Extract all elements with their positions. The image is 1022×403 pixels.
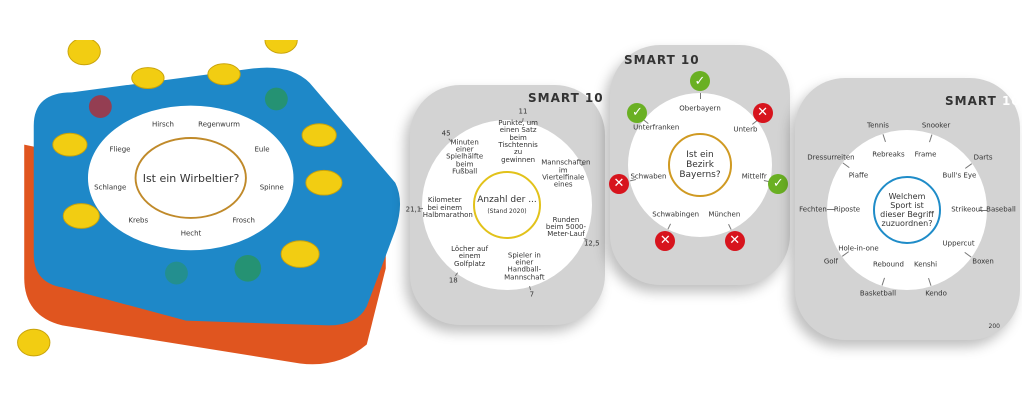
answer-label: Hecht — [180, 229, 202, 238]
answer-label: Riposte — [833, 205, 861, 214]
answer-value: 11 — [518, 107, 528, 116]
card-question-ring: Anzahl der ... (Stand 2020) — [473, 171, 541, 239]
answer-label: Uppercut — [942, 239, 975, 248]
logo-number: 10 — [1001, 94, 1021, 108]
answer-value: 7 — [529, 290, 535, 299]
cross-icon: ✕ — [608, 173, 629, 194]
card-logo: SMART 10 — [624, 53, 700, 67]
card-bavaria: SMART 10 Ist ein Bezirk Bayerns? Oberbay… — [608, 45, 790, 285]
answer-label: Runden beim 5000-Meter-Lauf — [545, 215, 587, 239]
card-page-number: 200 — [988, 323, 1000, 330]
check-icon: ✓ — [768, 173, 789, 194]
answer-label: Unterb — [733, 125, 758, 134]
divider-line — [979, 210, 987, 211]
answer-label: Unterfranken — [633, 123, 680, 132]
answer-label: Schwaben — [630, 172, 667, 181]
card-question: Welchem Sport ist dieser Begriff zuzuord… — [873, 176, 941, 244]
answer-label: Punkte, um einen Satz beim Tischtennis z… — [498, 118, 538, 164]
cross-icon: ✕ — [724, 230, 745, 251]
answer-label: Strikeout — [951, 205, 983, 214]
card-logo: SMART 10 — [528, 91, 604, 105]
card-logo: SMART 10 — [945, 94, 1021, 108]
answer-value: Baseball — [986, 205, 1016, 214]
answer-value: Dressurreiten — [807, 153, 855, 162]
answer-value: 45 — [441, 129, 451, 138]
cross-icon: ✕ — [655, 230, 676, 251]
answer-value: Snooker — [921, 121, 951, 130]
answer-value: Kendo — [925, 289, 947, 298]
answer-value: 21,1 — [405, 205, 422, 213]
answer-value: Fechten — [799, 205, 827, 214]
logo-word: SMART — [945, 94, 997, 108]
check-icon: ✓ — [690, 71, 710, 91]
answer-label: Minuten einer Spielhälfte beim Fußball — [446, 138, 484, 176]
answer-value: Darts — [973, 153, 993, 162]
answer-label: Hirsch — [151, 120, 174, 129]
answer-label: Spieler in einer Handball-Mannschaft — [504, 250, 545, 281]
answer-label: Oberbayern — [679, 104, 721, 113]
answer-label: Piaffe — [848, 171, 869, 180]
answer-label: Kenshi — [914, 260, 938, 269]
answer-label: Bull's Eye — [942, 171, 977, 180]
answer-label: Rebreaks — [872, 150, 905, 159]
answer-label: Schlange — [94, 183, 127, 192]
answer-label: Fliege — [109, 145, 131, 154]
board-question: Ist ein Wirbeltier? — [142, 171, 240, 185]
card-count: SMART 10 Anzahl der ... (Stand 2020) Pun… — [406, 85, 605, 325]
answer-label: Regenwurm — [198, 120, 240, 129]
answer-value: 12,5 — [583, 239, 600, 248]
answer-label: Eule — [254, 145, 270, 154]
answer-value: Tennis — [867, 121, 889, 130]
answer-label: Kilometer bei einem Halbmarathon — [422, 196, 473, 219]
divider-line — [700, 93, 701, 99]
answer-value: Boxen — [972, 257, 994, 266]
answer-label: München — [708, 210, 741, 219]
answer-label: Krebs — [128, 216, 149, 225]
card-sport: SMART 10 Welchem Sport ist dieser Begrif… — [795, 78, 1020, 340]
answer-label: Hole-in-one — [838, 244, 879, 253]
check-icon: ✓ — [627, 102, 648, 123]
card-question: Ist ein Bezirk Bayerns? — [668, 133, 732, 197]
card-subtitle: (Stand 2020) — [487, 208, 527, 215]
answer-label: Schwabingen — [652, 210, 700, 219]
answer-label: Frosch — [232, 216, 255, 225]
answer-value: 18 — [448, 276, 458, 285]
board-illustration — [17, 26, 401, 365]
answer-label: Rebound — [873, 260, 904, 269]
answer-label: Spinne — [259, 183, 284, 192]
answer-label: Löcher auf einem Golfplatz — [451, 244, 489, 268]
answer-value: Basketball — [859, 289, 897, 298]
answer-label: Mittelfr — [741, 172, 767, 181]
answer-value: Golf — [823, 257, 838, 266]
cross-icon: ✕ — [752, 102, 773, 123]
card-question: Anzahl der ... — [477, 195, 537, 205]
answer-label: Frame — [914, 150, 937, 159]
answer-label: Mannschaften im Viertelfinale eines — [541, 158, 591, 189]
